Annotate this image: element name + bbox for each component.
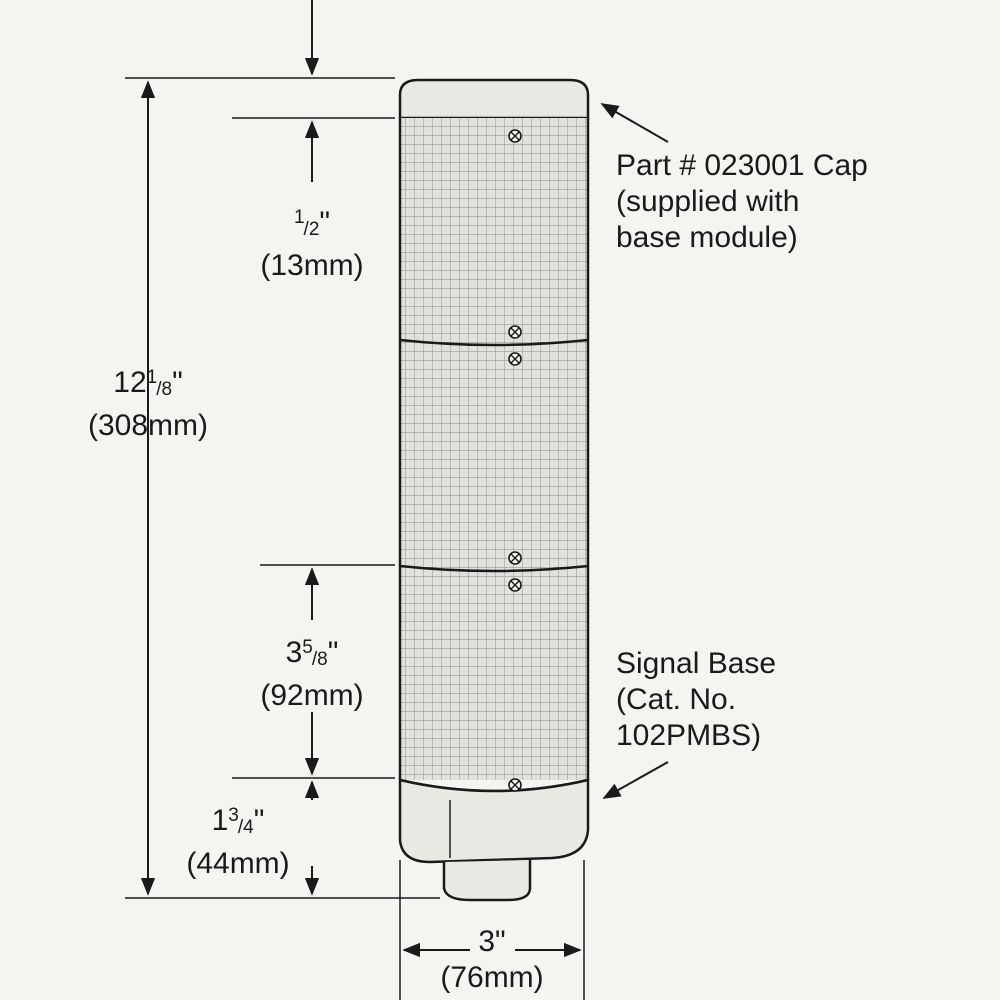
base-unit: " bbox=[253, 804, 265, 837]
base-num: 3 bbox=[228, 805, 239, 826]
base-leader-arrow bbox=[602, 761, 669, 799]
base-callout-line2: (Cat. No. bbox=[616, 683, 737, 716]
base-shape bbox=[398, 778, 590, 864]
base-whole: 1 bbox=[211, 804, 229, 837]
tower-body bbox=[398, 78, 590, 902]
module-whole: 3 bbox=[285, 636, 303, 669]
overall-metric: (308mm) bbox=[87, 409, 208, 442]
lens-grid bbox=[400, 118, 588, 780]
cap-shape bbox=[398, 78, 590, 120]
module-seam-2 bbox=[399, 564, 589, 573]
cap-metric: (13mm) bbox=[260, 249, 364, 282]
cap-den: 2 bbox=[308, 219, 320, 240]
cap-callout-line2: (supplied with bbox=[616, 185, 800, 218]
cap-dim-label: 1/2" (13mm) bbox=[232, 200, 392, 284]
overall-den: 8 bbox=[161, 379, 173, 400]
overall-whole: 12 bbox=[113, 366, 147, 399]
cap-callout: Part # 023001 Cap (supplied with base mo… bbox=[616, 148, 868, 256]
cap-leader-arrow bbox=[600, 103, 669, 143]
connector-nub bbox=[442, 860, 532, 902]
base-callout-line1: Signal Base bbox=[616, 647, 777, 680]
base-callout: Signal Base (Cat. No. 102PMBS) bbox=[616, 646, 776, 754]
base-den: 4 bbox=[243, 817, 254, 838]
base-metric: (44mm) bbox=[186, 847, 290, 880]
module-metric: (92mm) bbox=[260, 679, 364, 712]
overall-dim-label: 121/8" (308mm) bbox=[68, 360, 228, 444]
width-whole: 3 bbox=[478, 925, 496, 958]
lens-outline bbox=[398, 118, 590, 780]
overall-unit: " bbox=[172, 366, 183, 399]
module-num: 5 bbox=[302, 637, 313, 658]
cap-unit: " bbox=[319, 206, 331, 239]
cap-callout-line1: Part # 023001 Cap bbox=[616, 149, 868, 182]
module-dim-label: 35/8" (92mm) bbox=[232, 630, 392, 714]
base-dim-label: 13/4" (44mm) bbox=[158, 798, 318, 882]
width-unit: " bbox=[495, 925, 506, 958]
screw-slots bbox=[510, 131, 520, 790]
base-callout-line3: 102PMBS) bbox=[616, 719, 762, 752]
module-unit: " bbox=[327, 636, 339, 669]
cap-num: 1 bbox=[293, 207, 305, 228]
width-dim-label: 3" (76mm) bbox=[412, 924, 572, 996]
module-den: 8 bbox=[317, 649, 328, 670]
overall-num: 1 bbox=[146, 367, 158, 388]
cap-callout-line3: base module) bbox=[616, 221, 798, 254]
module-seam-1 bbox=[399, 338, 589, 347]
width-metric: (76mm) bbox=[440, 961, 544, 994]
